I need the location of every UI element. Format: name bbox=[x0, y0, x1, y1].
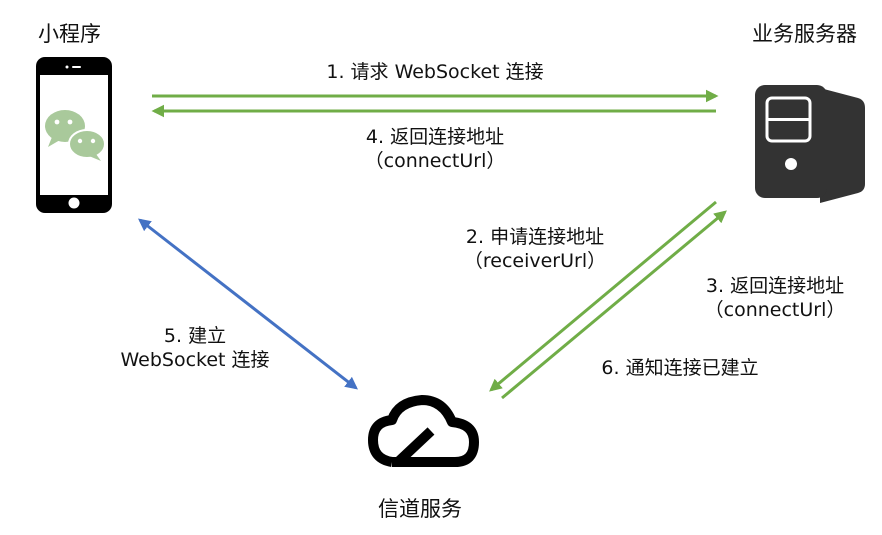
arrow-step2 bbox=[489, 200, 717, 392]
smartphone-wechat-icon bbox=[36, 57, 112, 213]
server-tower-icon bbox=[755, 85, 865, 203]
arrow-step3-6 bbox=[501, 210, 727, 400]
edge-label-step5-line2: WebSocket 连接 bbox=[120, 349, 270, 371]
node-label-tunnel-service: 信道服务 bbox=[378, 497, 462, 521]
edge-label-step4-line2: （connectUrl） bbox=[364, 150, 506, 172]
node-label-miniprogram: 小程序 bbox=[38, 22, 101, 46]
edge-label-step1: 1. 请求 WebSocket 连接 bbox=[326, 61, 544, 83]
edge-label-step2-line1: 2. 申请连接地址 bbox=[465, 226, 605, 248]
arrow-step5 bbox=[138, 218, 358, 390]
edge-label-step6: 6. 通知连接已建立 bbox=[601, 357, 759, 379]
edge-label-step3-line1: 3. 返回连接地址 bbox=[705, 275, 845, 297]
wechat-logo-icon bbox=[45, 110, 106, 161]
edge-label-step5-line1: 5. 建立 bbox=[163, 325, 227, 347]
edge-label-step5: 5. 建立 WebSocket 连接 bbox=[95, 324, 295, 372]
cloud-icon bbox=[368, 395, 479, 467]
edge-label-step2-line2: （receiverUrl） bbox=[463, 250, 607, 272]
edge-label-step2: 2. 申请连接地址 （receiverUrl） bbox=[440, 225, 630, 273]
node-label-business-server: 业务服务器 bbox=[752, 22, 857, 46]
edge-label-step4-line1: 4. 返回连接地址 bbox=[365, 126, 505, 148]
edge-label-step4: 4. 返回连接地址 （connectUrl） bbox=[330, 125, 540, 173]
edge-label-step3: 3. 返回连接地址 （connectUrl） bbox=[680, 274, 870, 322]
edge-label-step3-line2: （connectUrl） bbox=[704, 299, 846, 321]
